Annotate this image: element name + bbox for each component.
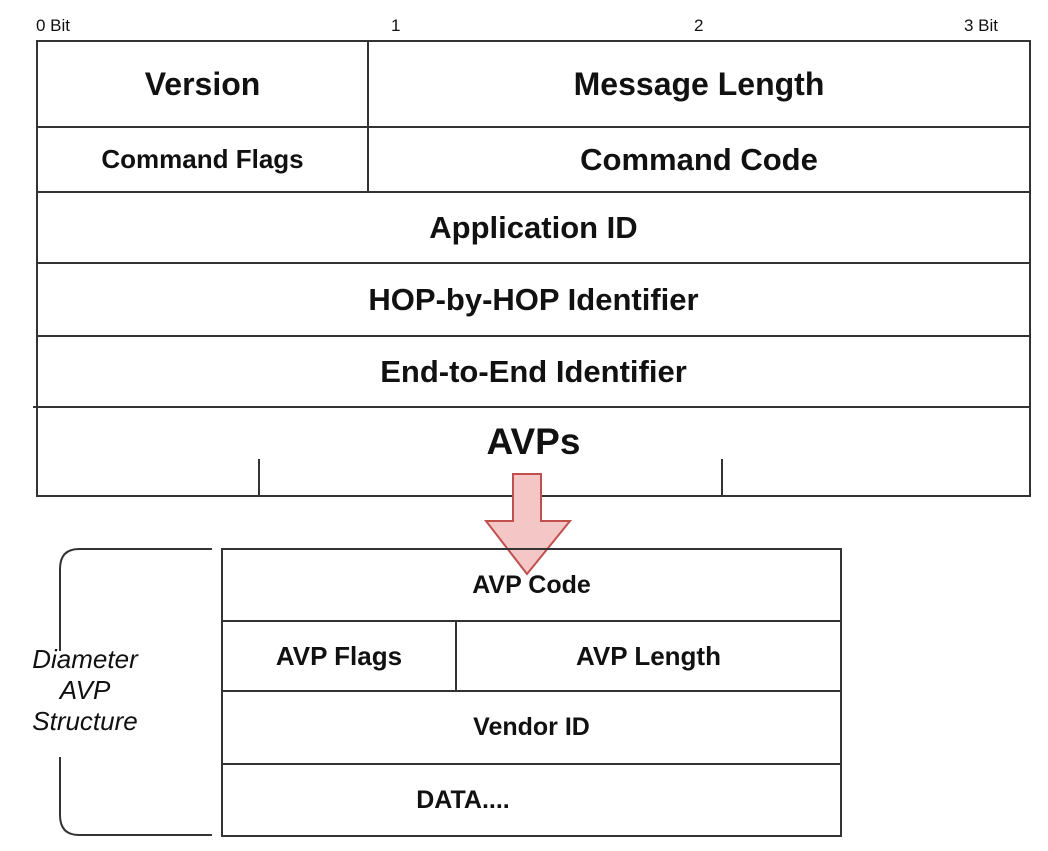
avp-row-divider-3 [221, 763, 842, 765]
bit-1-label: 1 [391, 16, 401, 35]
command-code-field: Command Code [580, 141, 818, 177]
col-divider-row1-2 [367, 40, 369, 193]
diameter-avp-structure-label: Diameter AVP Structure [0, 644, 170, 737]
avp-bottom-border [221, 835, 842, 837]
diameter-header-table: Version Message Length Command Flags Com… [33, 40, 1031, 497]
command-flags-field: Command Flags [101, 144, 304, 174]
header-right-border [1029, 40, 1031, 497]
side-label-line1: Diameter [32, 644, 138, 674]
side-label-line2: AVP [59, 675, 111, 705]
down-arrow-icon [484, 473, 573, 576]
row-divider-2 [36, 191, 1031, 193]
header-top-border [36, 40, 1031, 42]
bracket-icon [59, 548, 212, 836]
row-divider-1 [36, 126, 1031, 128]
avps-tick-left [258, 459, 260, 497]
end-to-end-identifier-field: End-to-End Identifier [380, 353, 687, 389]
application-id-field: Application ID [429, 209, 638, 245]
data-field: DATA.... [416, 785, 510, 814]
avp-flags-field: AVP Flags [275, 640, 403, 671]
avp-right-border [840, 548, 842, 837]
avp-col-divider [455, 620, 457, 692]
header-left-border [36, 40, 38, 497]
avps-tick-right [721, 459, 723, 497]
avp-left-border [221, 548, 223, 837]
avp-length-field: AVP Length [576, 640, 721, 671]
message-length-field: Message Length [573, 65, 825, 102]
down-arrow-shape [484, 473, 573, 576]
bracket-path [59, 548, 212, 836]
version-field: Version [144, 65, 261, 102]
row-divider-3 [36, 262, 1031, 264]
side-label-line3: Structure [32, 706, 138, 736]
vendor-id-field: Vendor ID [473, 713, 590, 741]
row-divider-5 [33, 406, 1031, 408]
bit-2-label: 2 [694, 16, 704, 35]
row-divider-4 [36, 335, 1031, 337]
avps-field: AVPs [486, 421, 581, 462]
avp-row-divider-2 [221, 690, 842, 692]
bit-0-label: 0 Bit [36, 16, 71, 35]
bit-3-label: 3 Bit [964, 16, 999, 35]
hop-by-hop-identifier-field: HOP-by-HOP Identifier [368, 281, 699, 317]
avp-row-divider-1 [221, 620, 842, 622]
